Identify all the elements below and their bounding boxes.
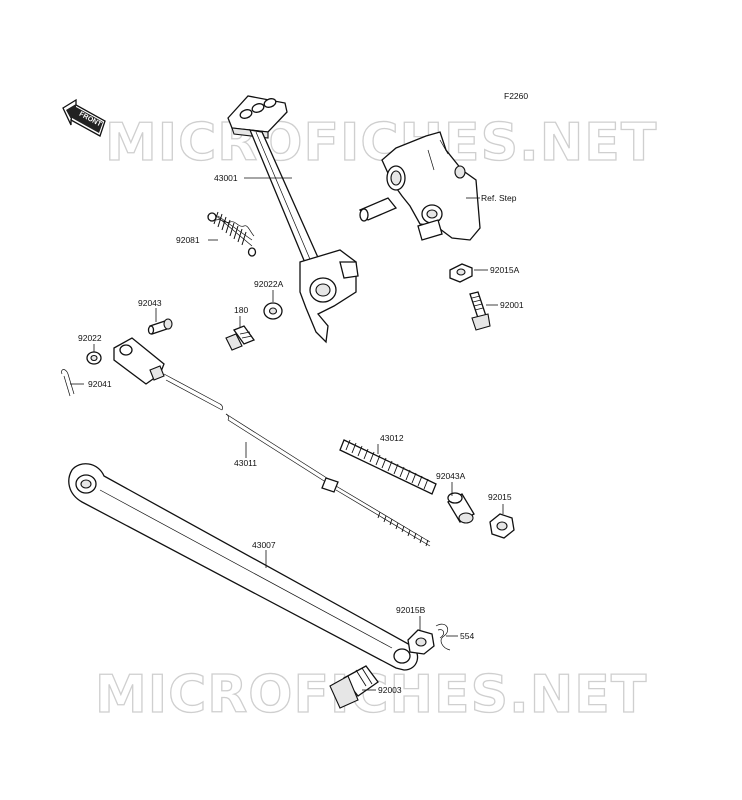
bolt-92001 (469, 291, 491, 331)
spring-92081 (207, 211, 257, 257)
nut-92015 (489, 513, 515, 539)
clevis (113, 337, 165, 385)
label-92001: 92001 (500, 300, 524, 310)
label-92041: 92041 (88, 379, 112, 389)
front-arrow-icon: FRONT (62, 98, 106, 137)
label-92015: 92015 (488, 492, 512, 502)
figure-code: F2260 (504, 91, 528, 101)
step-bracket (358, 131, 481, 241)
label-43007: 43007 (252, 540, 276, 550)
threaded-rod-43012 (339, 439, 437, 495)
cotter-pin-92041 (61, 369, 75, 397)
link-bar-43007 (68, 463, 419, 671)
label-43012: 43012 (380, 433, 404, 443)
clip-554 (435, 623, 451, 651)
label-92015B: 92015B (396, 605, 426, 615)
cylinder-nut-92043A (447, 492, 475, 524)
label-43011: 43011 (234, 458, 257, 468)
washer-92022 (86, 351, 102, 365)
nut-92015B (407, 629, 435, 655)
label-43001: 43001 (214, 173, 238, 183)
watermark-top: MICROFICHES.NET (105, 113, 657, 173)
rod-43011 (163, 373, 431, 547)
pin-92043 (147, 318, 173, 335)
brake-pedal (227, 95, 359, 344)
label-92022: 92022 (78, 333, 102, 343)
label-554: 554 (460, 631, 474, 641)
label-92043: 92043 (138, 298, 162, 308)
label-92043A: 92043A (436, 471, 466, 481)
bolt-180 (225, 325, 256, 351)
label-92022A: 92022A (254, 279, 284, 289)
label-92015A: 92015A (490, 265, 520, 275)
label-92081: 92081 (176, 235, 200, 245)
washer-92022A (263, 302, 283, 320)
nut-92015A (449, 263, 473, 283)
ref-step-label: Ref. Step (481, 193, 517, 203)
bolt-92003 (329, 665, 379, 709)
label-92003: 92003 (378, 685, 402, 695)
label-180: 180 (234, 305, 248, 315)
